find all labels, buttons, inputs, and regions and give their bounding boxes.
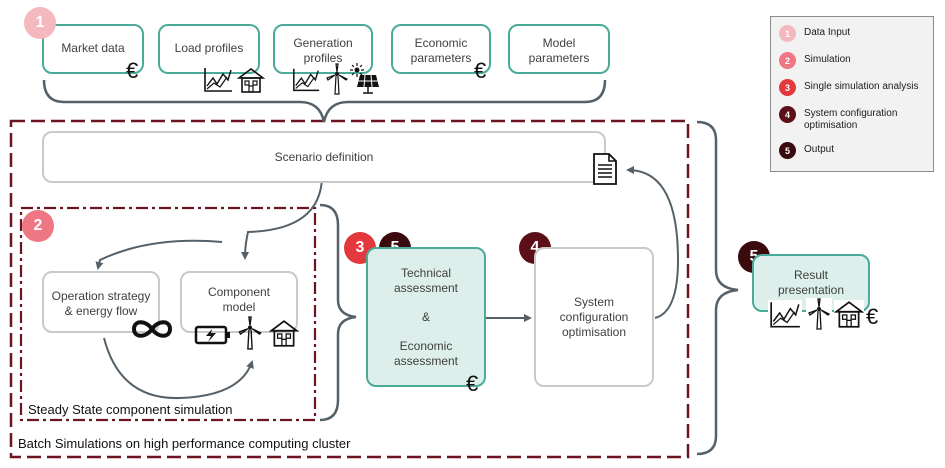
legend-item: 5 Output: [779, 142, 925, 159]
legend-item: 3 Single simulation analysis: [779, 79, 925, 96]
economic-parameters-label: Economic parameters: [410, 36, 472, 65]
component-to-operation-arrow: [95, 239, 223, 270]
scenario-to-component-arrow: [241, 177, 323, 260]
generation-profiles-label: Generation profiles: [293, 36, 353, 65]
wind-turbine-icon: [326, 63, 349, 95]
legend-badge: 5: [779, 142, 796, 159]
badge-simulation: 2: [22, 210, 54, 242]
legend-badge: 2: [779, 52, 796, 69]
solar-panel-icon: [357, 74, 379, 94]
euro-icon: €: [466, 371, 479, 396]
steady-state-frame: [19, 206, 317, 422]
economic-assessment-label: Economic assessment: [393, 338, 459, 368]
result-presentation-label: Result presentation: [777, 268, 845, 297]
batch-simulation-frame: [9, 119, 690, 459]
optimisation-label: System configuration optimisation: [559, 294, 629, 339]
legend-label: Data Input: [804, 27, 851, 38]
legend-badge: 4: [779, 106, 796, 123]
assessment-box: Technical assessment & Economic assessme…: [366, 247, 486, 387]
load-profiles-label: Load profiles: [174, 41, 244, 55]
operation-to-component-arrow: [103, 337, 254, 400]
document-icon: [593, 153, 617, 185]
legend-label: Output: [804, 144, 835, 155]
market-data-label: Market data: [61, 41, 125, 55]
steady-state-label: Steady State component simulation: [28, 402, 233, 417]
model-parameters-box: Model parameters: [508, 24, 610, 74]
inputs-brace: [42, 79, 607, 123]
euro-icon: €: [474, 58, 487, 83]
optimisation-box: System configuration optimisation: [534, 247, 654, 387]
scenario-definition-label: Scenario definition: [274, 149, 374, 164]
legend-item: 4 System configuration optimisation: [779, 106, 925, 132]
legend-item: 1 Data Input: [779, 25, 925, 42]
scenario-definition-box: Scenario definition: [42, 131, 606, 183]
component-model-box: Component model: [180, 271, 298, 333]
simulation-brace: [319, 203, 357, 422]
generation-profiles-box: Generation profiles: [273, 24, 373, 74]
badge-data-input: 1: [24, 7, 56, 39]
legend-label: Simulation: [804, 54, 851, 65]
batch-simulation-label: Batch Simulations on high performance co…: [18, 436, 351, 451]
house-icon: [268, 320, 300, 347]
operation-strategy-label: Operation strategy & energy flow: [51, 289, 151, 318]
chart-icon: [768, 300, 802, 330]
house-icon: [237, 68, 265, 93]
market-data-box: Market data: [42, 24, 144, 74]
house-icon: [834, 300, 864, 330]
economic-parameters-box: Economic parameters: [391, 24, 491, 74]
optimisation-to-scenario-arrow: [626, 166, 680, 319]
component-model-label: Component model: [207, 285, 271, 314]
legend-badge: 3: [779, 79, 796, 96]
load-profiles-box: Load profiles: [158, 24, 260, 74]
legend: 1 Data Input 2 Simulation 3 Single simul…: [770, 16, 934, 172]
euro-icon: €: [126, 58, 139, 83]
chart-icon: [293, 68, 320, 92]
assessment-and-label: &: [421, 309, 430, 324]
model-parameters-label: Model parameters: [528, 36, 590, 65]
chart-icon: [204, 68, 232, 92]
legend-label: System configuration optimisation: [804, 108, 898, 131]
legend-item: 2 Simulation: [779, 52, 925, 69]
euro-icon: €: [866, 304, 879, 329]
legend-badge: 1: [779, 25, 796, 42]
infinity-icon: [131, 320, 173, 338]
battery-icon: [194, 325, 230, 345]
sun-icon: [350, 63, 364, 77]
legend-label: Single simulation analysis: [804, 81, 919, 92]
technical-assessment-label: Technical assessment: [393, 265, 459, 295]
wind-turbine-icon: [238, 316, 262, 350]
wind-turbine-icon: [806, 298, 832, 330]
result-brace: [696, 120, 739, 456]
